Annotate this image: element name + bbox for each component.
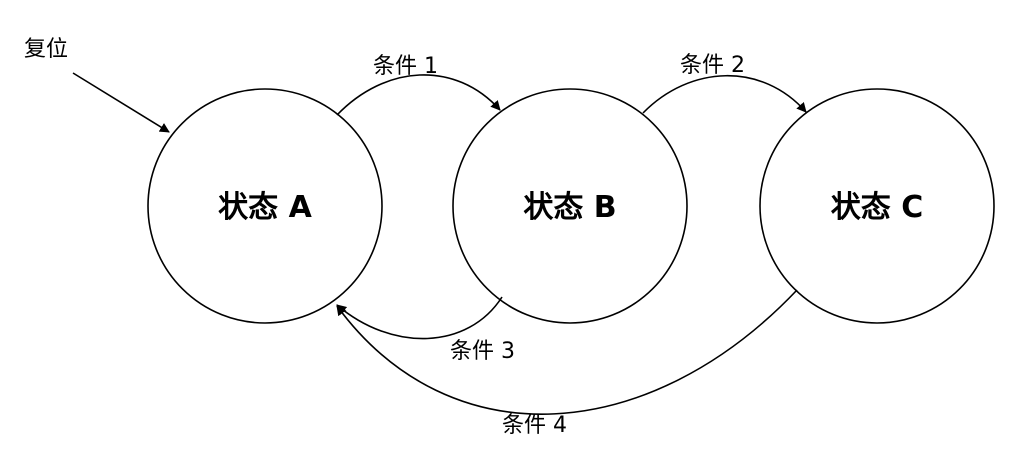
transition-3-label: 条件 3 bbox=[450, 339, 515, 364]
transition-1-label: 条件 1 bbox=[373, 54, 438, 79]
transition-4-label: 条件 4 bbox=[502, 413, 567, 438]
transition-3-arrow bbox=[336, 296, 503, 340]
state-c: 状态 C bbox=[759, 88, 995, 324]
transition-2-label: 条件 2 bbox=[680, 53, 745, 78]
state-c-circle bbox=[759, 88, 995, 324]
state-a-label: 状态 A bbox=[218, 190, 312, 225]
state-a-circle bbox=[147, 88, 383, 324]
state-b: 状态 B bbox=[452, 88, 688, 324]
reset-arrow bbox=[72, 72, 170, 133]
state-b-circle bbox=[452, 88, 688, 324]
state-b-label: 状态 B bbox=[523, 190, 616, 225]
reset-label: 复位 bbox=[24, 37, 68, 62]
state-c-label: 状态 C bbox=[831, 190, 923, 225]
state-a: 状态 A bbox=[147, 88, 383, 324]
transition-4-arrow bbox=[336, 289, 798, 415]
transition-1-arrow bbox=[336, 74, 501, 116]
transition-2-arrow bbox=[642, 75, 807, 114]
